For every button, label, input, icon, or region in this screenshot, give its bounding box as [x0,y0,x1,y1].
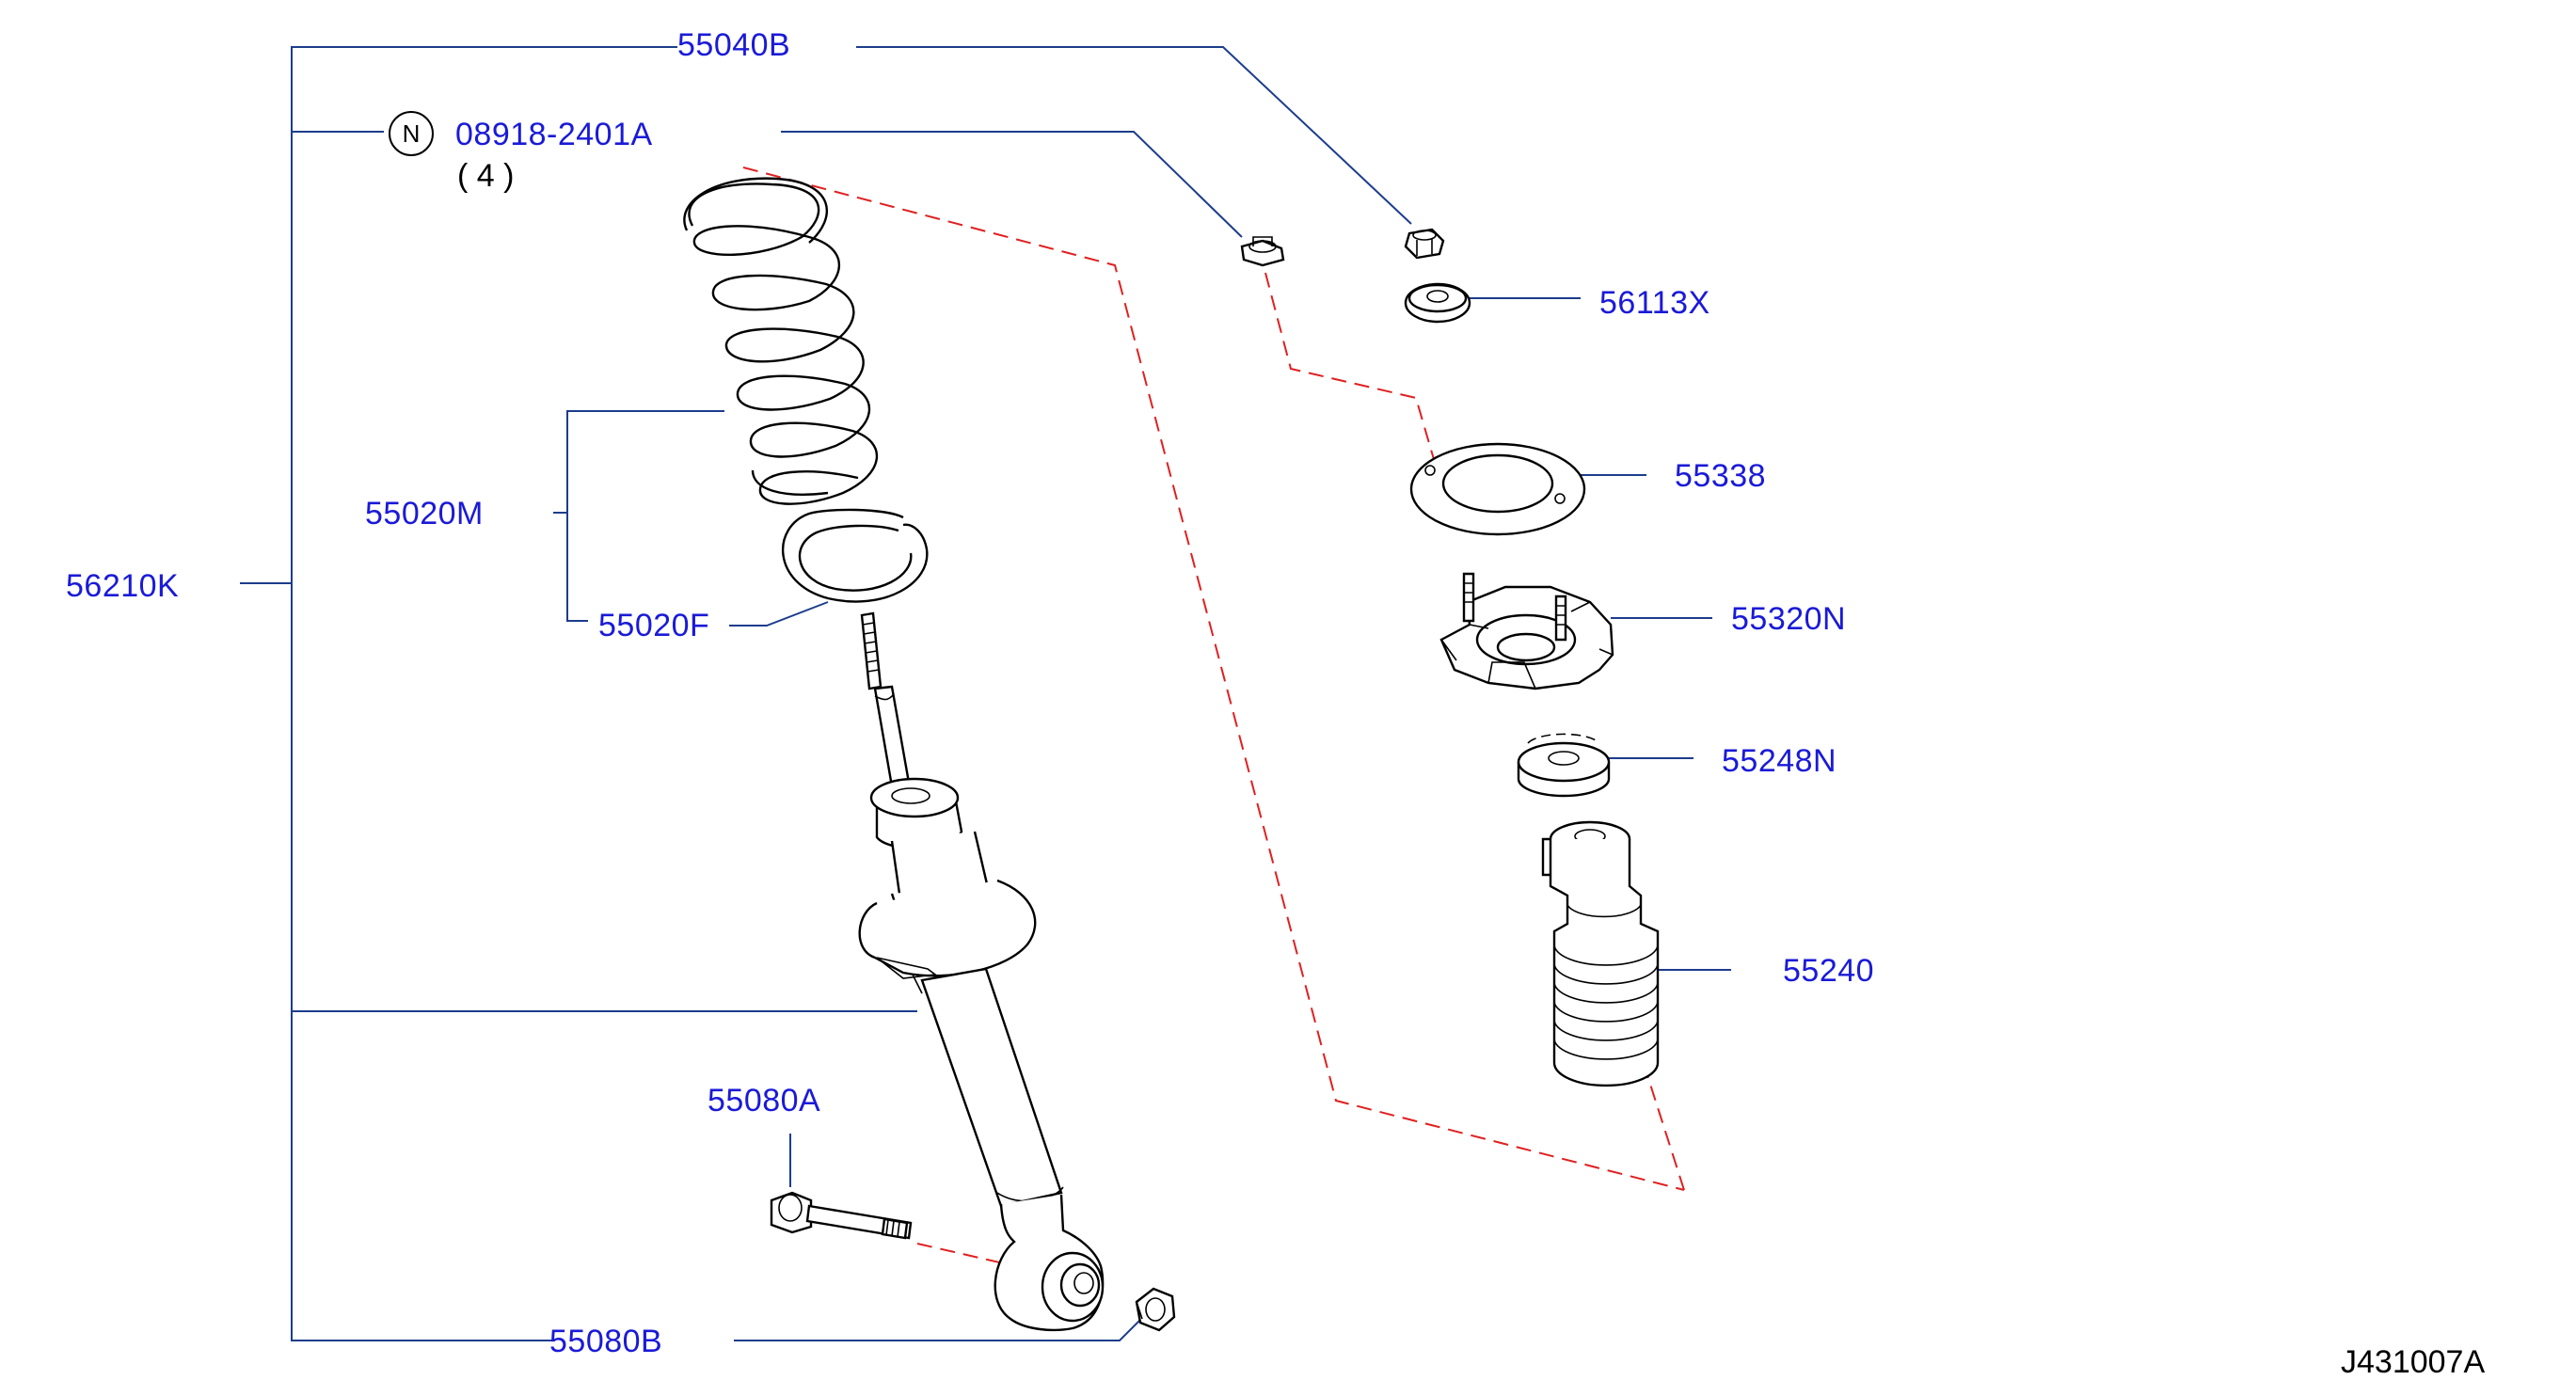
part-label-55040b[interactable]: 55040B [677,27,791,63]
part-label-08918-2401a[interactable]: 08918-2401A [455,117,653,152]
coil-spring-55020m[interactable] [683,177,878,505]
part-label-55020m[interactable]: 55020M [365,496,484,531]
note-n-symbol: N [389,111,434,156]
dust-cover-55240[interactable] [1541,820,1660,1087]
leader-lines [553,46,1731,1187]
strut-mount-55320n[interactable] [1439,572,1614,690]
diagram-code: J431007A [2341,1344,2486,1380]
nut-55040b[interactable] [1404,228,1445,260]
nut-55080b[interactable] [1135,1287,1176,1332]
part-label-55248n[interactable]: 55248N [1722,743,1837,779]
part-label-56113x[interactable]: 56113X [1599,285,1710,321]
part-label-55080b[interactable]: 55080B [549,1324,663,1359]
part-label-55240[interactable]: 55240 [1783,953,1875,989]
part-label-55320n[interactable]: 55320N [1731,601,1847,637]
assembly-bracket-56210k [240,46,1149,1341]
spring-seat-55020f[interactable] [781,508,929,603]
nut-08918-2401a[interactable] [1240,236,1285,267]
part-label-55080a[interactable]: 55080A [708,1083,821,1118]
washer-56113x[interactable] [1404,282,1471,324]
shock-absorber[interactable] [858,611,1105,1332]
quantity-label-08918-2401a: ( 4 ) [457,158,515,194]
stopper-seat-55248n[interactable] [1517,733,1611,798]
part-label-56210k[interactable]: 56210K [66,568,180,604]
bolt-55080a[interactable] [770,1191,913,1240]
part-label-55338[interactable]: 55338 [1675,458,1767,494]
gasket-55338[interactable] [1409,442,1586,536]
part-label-55020f[interactable]: 55020F [598,608,710,643]
